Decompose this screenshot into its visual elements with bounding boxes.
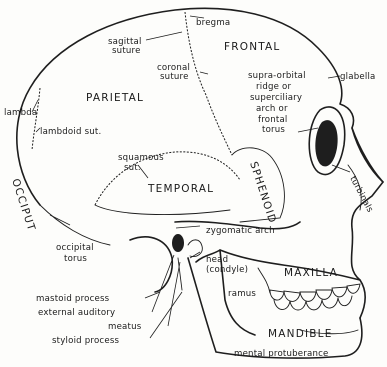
label-temporal: TEMPORAL [147, 183, 214, 195]
label-external: external auditory [38, 308, 115, 318]
label-mastoid: mastoid process [36, 294, 110, 304]
label-supraorbital-6: torus [262, 125, 285, 135]
label-supraorbital-1: supra-orbital [248, 71, 306, 81]
label-head: head [206, 255, 228, 265]
label-zygomatic: zygomatic arch [206, 226, 275, 236]
label-squamous-sut: sut. [124, 163, 141, 173]
occipital-torus-line [40, 205, 110, 245]
label-ramus: ramus [228, 289, 256, 299]
label-supraorbital-3: superciliary [250, 93, 302, 103]
label-sphenoid: SPHENOID [247, 160, 278, 225]
temporal-border [95, 205, 230, 215]
label-coronal-suture: suture [160, 72, 189, 82]
label-turbinals: turbinals [347, 175, 375, 215]
mastoid [130, 237, 172, 292]
label-styloid: styloid process [52, 336, 119, 346]
label-sagittal-suture: suture [112, 46, 141, 56]
label-mental: mental protuberance [234, 349, 329, 359]
condyle [188, 240, 202, 257]
label-lambda: lambda [4, 108, 37, 118]
label-occiput: OCCIPUT [9, 177, 37, 233]
coronal-suture [185, 12, 232, 155]
label-supraorbital-2: ridge or [256, 82, 292, 92]
label-maxilla: MAXILLA [284, 267, 338, 279]
label-parietal: PARIETAL [86, 92, 144, 104]
label-frontal: FRONTAL [224, 41, 281, 53]
squamous-suture [95, 152, 240, 205]
orbit-shadow [315, 120, 337, 166]
label-supraorbital-5: frontal [258, 115, 288, 125]
label-meatus: meatus [108, 322, 142, 332]
label-condyle: (condyle) [206, 265, 248, 275]
label-glabella: glabella [340, 72, 376, 82]
label-occipital-torus: torus [64, 254, 87, 264]
label-mandible: MANDIBLE [268, 328, 333, 340]
auditory-meatus [172, 234, 184, 252]
label-supraorbital-4: arch or [256, 104, 288, 114]
label-lambdoid: lambdoid sut. [40, 127, 101, 137]
label-occipital: occipital [56, 243, 94, 253]
lambdoid-suture [32, 88, 40, 150]
label-squamous: squamous [118, 153, 164, 163]
leader-lines [32, 16, 350, 338]
label-bregma: bregma [196, 18, 230, 28]
